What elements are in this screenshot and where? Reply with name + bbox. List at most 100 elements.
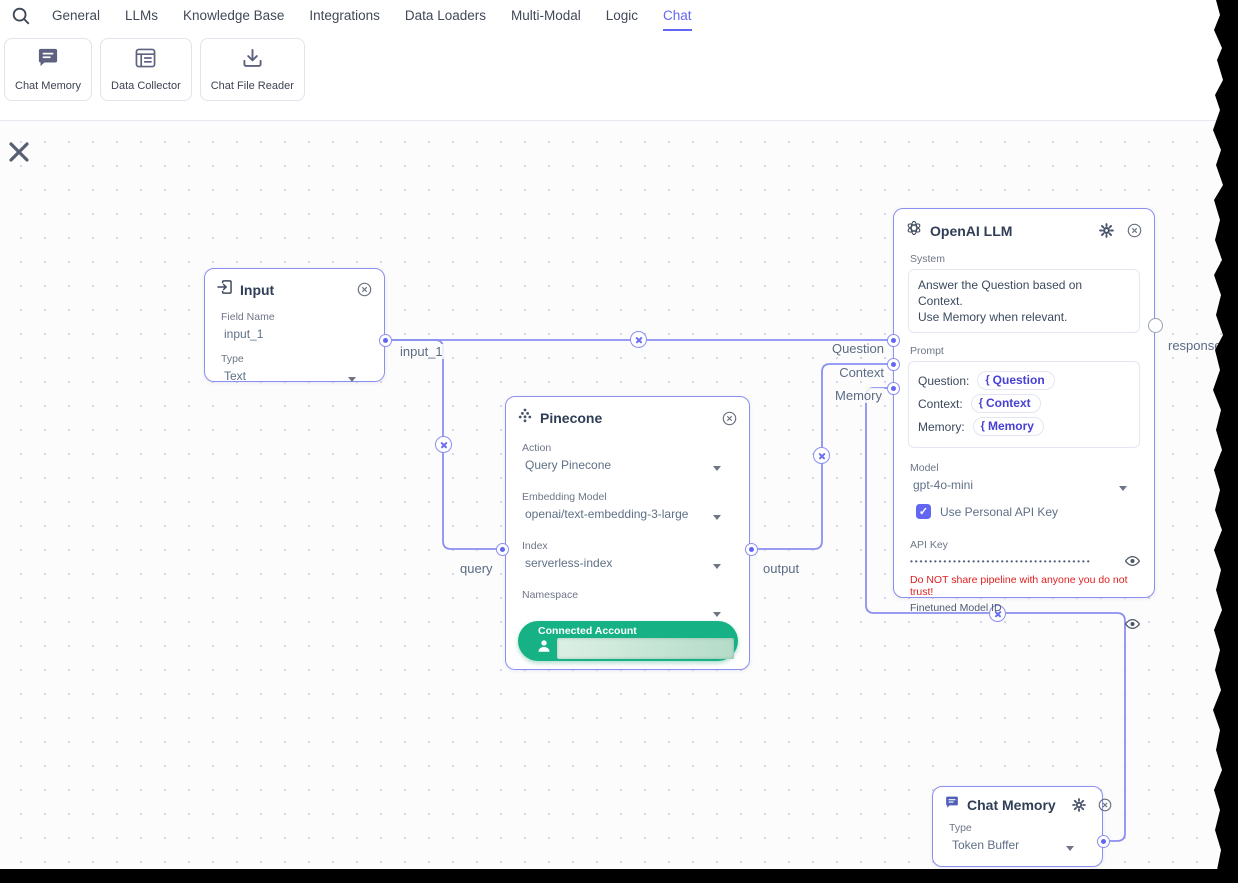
close-icon[interactable] [7,140,31,169]
openai-logo-icon [906,220,922,241]
use-personal-api-key-checkbox[interactable]: ✓ [916,504,931,519]
pinecone-icon [518,408,532,428]
handle-label-input1: input_1 [398,344,445,359]
connected-account-button[interactable]: Connected Account [518,621,738,661]
node-input-header: Input [205,269,384,305]
gear-icon[interactable] [1099,223,1114,238]
chevron-down-icon [1119,486,1127,491]
handle-label-output: output [761,561,802,576]
chat-memory-output-handle[interactable] [1097,835,1110,848]
namespace-label: Namespace [522,589,579,601]
node-pinecone[interactable]: Pinecone Action Query Pinecone Embedding… [505,396,750,670]
openai-context-handle[interactable] [887,358,900,371]
tab-general[interactable]: General [52,7,101,23]
connected-account-value-redacted [557,638,734,659]
openai-response-handle[interactable] [1148,318,1163,333]
input-output-handle[interactable] [379,334,392,347]
chevron-down-icon [713,612,721,617]
connected-account-label: Connected Account [538,625,637,637]
field-name-label: Field Name [221,311,275,323]
user-icon [536,638,552,659]
palette-card-label: Chat File Reader [210,79,294,92]
namespace-select[interactable] [506,603,749,623]
action-select[interactable]: Query Pinecone [506,456,749,478]
openai-question-handle[interactable] [887,334,900,347]
openai-memory-handle[interactable] [887,382,900,395]
tab-integrations[interactable]: Integrations [309,7,380,23]
brace-icon: { [980,420,985,432]
chat-bubble-icon [945,796,959,814]
type-label: Type [221,353,244,365]
handle-label-query: query [458,561,495,576]
gear-icon[interactable] [1071,798,1086,812]
prompt-key: Question: [918,373,970,388]
chat-bubble-icon [37,48,59,73]
eye-icon[interactable] [1125,555,1140,567]
node-chat-memory-header: Chat Memory [933,787,1112,816]
eye-icon[interactable] [1125,618,1140,630]
palette-card-chat-memory[interactable]: Chat Memory [4,38,93,101]
handle-label-memory: Memory [833,388,884,403]
type-select[interactable]: Token Buffer [933,836,1102,858]
edge-delete-button[interactable] [435,436,452,453]
tab-knowledge-base[interactable]: Knowledge Base [183,7,285,23]
chevron-down-icon [713,515,721,520]
edge-delete-button[interactable] [813,447,830,464]
chevron-down-icon [348,377,356,382]
type-label: Type [949,822,972,834]
embedding-model-select[interactable]: openai/text-embedding-3-large [506,505,749,527]
node-title: Input [240,281,275,298]
search-icon[interactable] [10,5,32,32]
node-chat-memory[interactable]: Chat Memory Type Token Buffer [932,786,1112,867]
palette-card-label: Data Collector [111,79,181,92]
node-openai-llm[interactable]: OpenAI LLM System Answer the Question ba… [893,208,1155,630]
system-textarea[interactable]: Answer the Question based on Context. Us… [908,269,1140,333]
download-icon [242,48,263,73]
screenshot-bottom-edge [0,869,1238,883]
prompt-editor[interactable]: Question: {Question Context: {Context Me… [908,361,1140,448]
prompt-key: Context: [918,396,963,411]
api-key-input[interactable]: •••••••••••••••••••••••••••••••••••••• [910,556,1092,566]
finetuned-model-id-label: Finetuned Model ID [910,602,1002,614]
close-circle-icon[interactable] [1098,798,1112,812]
brace-icon: { [985,374,990,386]
api-key-warning: Do NOT share pipeline with anyone you do… [910,574,1128,598]
chevron-down-icon [713,564,721,569]
variable-chip-context[interactable]: {Context [970,394,1041,413]
node-title: OpenAI LLM [930,222,1013,239]
field-name-input[interactable]: input_1 [224,327,264,341]
index-select[interactable]: serverless-index [506,554,749,576]
chevron-down-icon [1066,846,1074,851]
close-circle-icon[interactable] [722,411,737,426]
input-icon [217,280,232,299]
model-select[interactable]: gpt-4o-mini [894,476,1154,498]
handle-label-context: Context [837,365,886,380]
chevron-down-icon [713,466,721,471]
type-select[interactable]: Text [205,367,384,389]
palette-card-chat-file-reader[interactable]: Chat File Reader [199,38,305,101]
tab-llms[interactable]: LLMs [125,7,159,23]
palette-card-data-collector[interactable]: Data Collector [100,38,192,101]
handle-label-response: response [1166,338,1224,353]
tab-chat[interactable]: Chat [663,2,692,31]
close-circle-icon[interactable] [357,282,372,297]
pinecone-query-handle[interactable] [496,543,509,556]
prompt-label: Prompt [910,345,944,357]
node-palette: Chat Memory Data Collector Chat File Rea… [4,38,305,101]
table-icon [135,48,156,73]
api-key-label: API Key [910,539,948,551]
prompt-key: Memory: [918,419,965,434]
pinecone-output-handle[interactable] [745,543,758,556]
tab-data-loaders[interactable]: Data Loaders [404,7,486,23]
variable-chip-memory[interactable]: {Memory [972,417,1044,436]
node-input[interactable]: Input Field Name input_1 Type Text [204,268,385,383]
tab-multi-modal[interactable]: Multi-Modal [510,7,581,23]
node-openai-header: OpenAI LLM [894,209,1154,247]
edge-delete-button[interactable] [630,331,647,348]
variable-chip-question[interactable]: {Question [977,371,1055,390]
model-label: Model [910,462,939,474]
action-label: Action [522,442,552,454]
close-circle-icon[interactable] [1127,223,1142,238]
tab-logic[interactable]: Logic [605,7,639,23]
palette-card-label: Chat Memory [15,79,82,92]
